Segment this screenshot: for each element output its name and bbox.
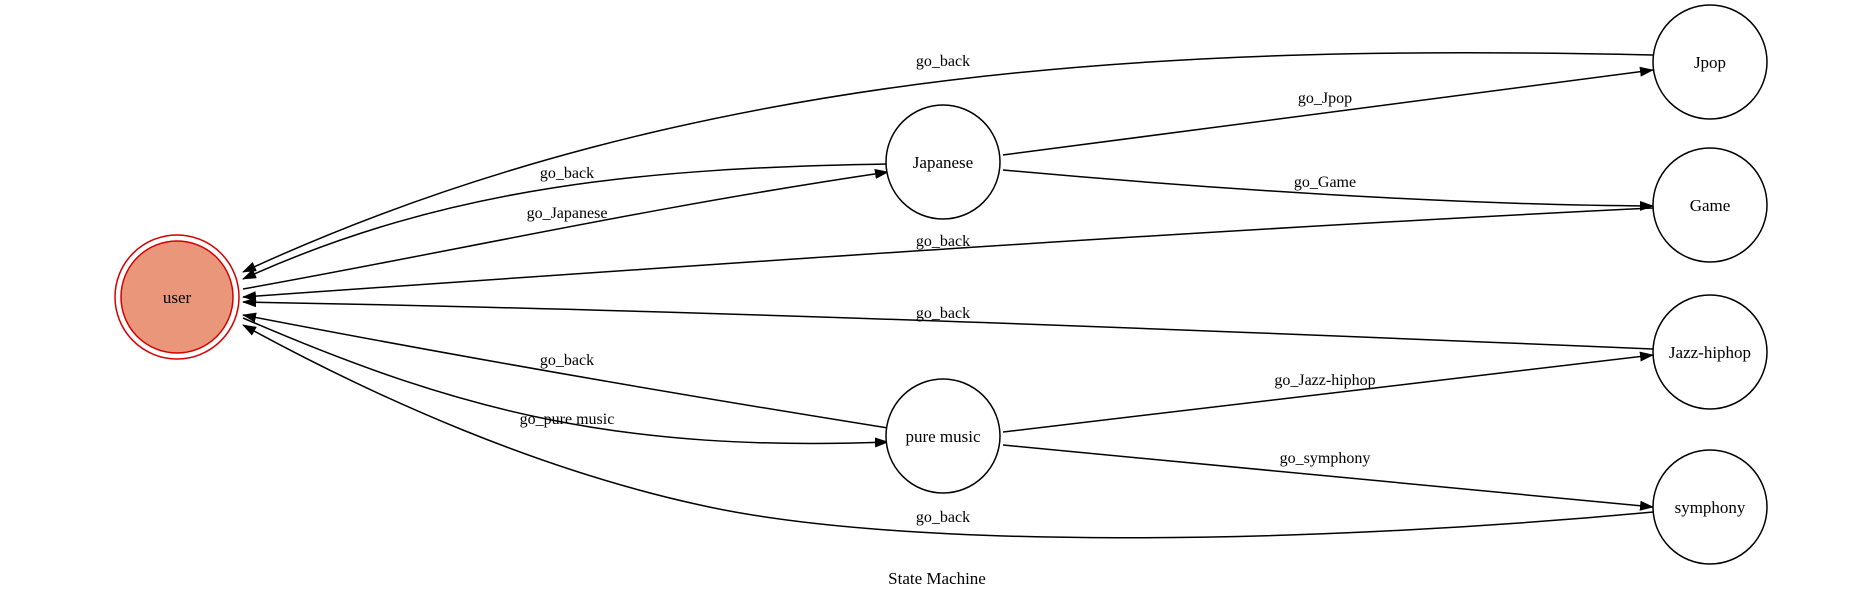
- edge-pure-music-to-user: [242, 312, 889, 429]
- edge-label: go_Jpop: [1298, 90, 1352, 107]
- edge-pure-music-to-symphony: [1002, 444, 1654, 511]
- edge-label: go_back: [916, 233, 970, 250]
- edge-label: go_back: [916, 53, 970, 70]
- edge-jpop-to-user: [242, 51, 1654, 273]
- node-label-pure-music: pure music: [905, 427, 981, 446]
- edges: [242, 51, 1654, 539]
- edge-label: go_Japanese: [527, 205, 608, 222]
- edge-label: go_Game: [1294, 174, 1356, 191]
- node-label-game: Game: [1690, 196, 1731, 215]
- node-jpop: Jpop: [1652, 4, 1768, 120]
- edge-japanese-to-jpop: [1002, 66, 1654, 156]
- edge-label: go_symphony: [1280, 450, 1371, 467]
- node-symphony: symphony: [1652, 449, 1768, 565]
- edge-jazz-hiphop-to-user: [242, 297, 1654, 350]
- node-label-user: user: [163, 288, 192, 307]
- edge-japanese-to-user: [242, 163, 889, 280]
- edge-label: go_Jazz-hiphop: [1274, 372, 1375, 389]
- edge-labels: go_Japanese go_pure music go_back go_Jpo…: [520, 53, 1376, 526]
- edge-japanese-to-game: [1002, 169, 1654, 211]
- node-label-jazz-hiphop: Jazz-hiphop: [1669, 343, 1751, 362]
- node-japanese: Japanese: [885, 104, 1001, 220]
- edge-pure-music-to-jazz-hiphop: [1002, 351, 1654, 433]
- edge-game-to-user: [242, 207, 1654, 302]
- edge-label: go_pure music: [520, 411, 615, 428]
- node-jazz-hiphop: Jazz-hiphop: [1652, 294, 1768, 410]
- node-pure-music: pure music: [885, 378, 1001, 494]
- edge-label: go_back: [916, 509, 970, 526]
- edge-label: go_back: [540, 352, 594, 369]
- edge-user-to-pure-music: [242, 317, 889, 448]
- node-label-symphony: symphony: [1675, 498, 1746, 517]
- edge-label: go_back: [540, 165, 594, 182]
- node-game: Game: [1652, 147, 1768, 263]
- diagram-title: State Machine: [888, 569, 986, 588]
- edge-user-to-japanese: [242, 168, 889, 290]
- nodes: user Japanese pure music Jpop Game Jazz-…: [114, 4, 1768, 565]
- edge-symphony-to-user: [242, 324, 1654, 539]
- edge-label: go_back: [916, 305, 970, 322]
- node-label-jpop: Jpop: [1694, 53, 1726, 72]
- node-label-japanese: Japanese: [913, 153, 973, 172]
- node-user: user: [114, 234, 240, 360]
